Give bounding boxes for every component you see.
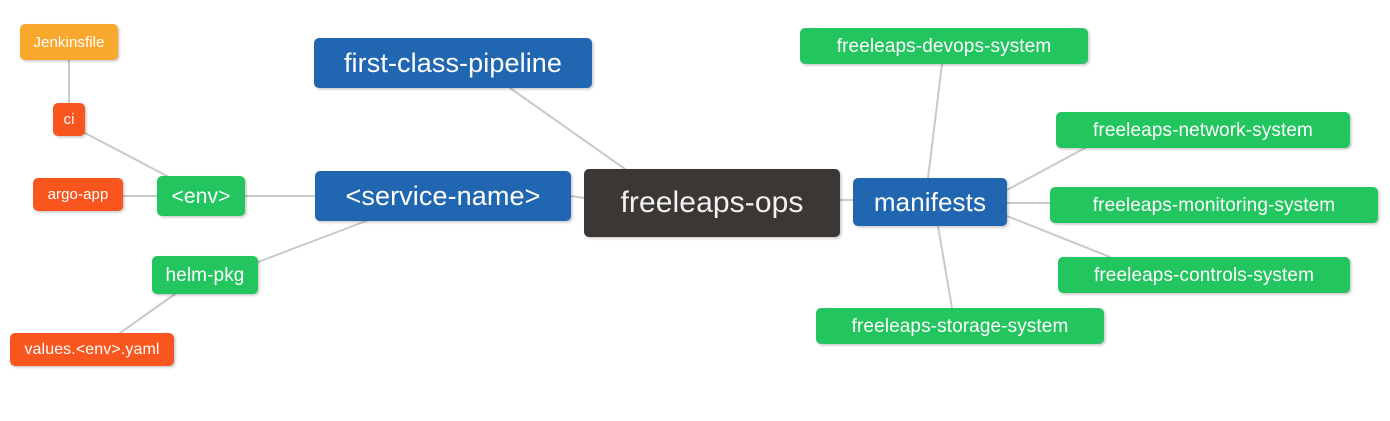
node-freeleaps-monitoring-system[interactable]: freeleaps-monitoring-system <box>1050 187 1378 223</box>
edge-values-helm-pkg <box>119 293 176 334</box>
node-label-freeleaps-network-system: freeleaps-network-system <box>1093 119 1313 141</box>
node-freeleaps-storage-system[interactable]: freeleaps-storage-system <box>816 308 1104 344</box>
node-manifests[interactable]: manifests <box>853 178 1007 226</box>
edge-manifests-storage <box>937 225 953 309</box>
node-label-helm-pkg: helm-pkg <box>165 264 245 286</box>
edge-helm-pkg-service-name <box>257 220 367 263</box>
node-service-name[interactable]: <service-name> <box>315 171 571 221</box>
node-jenkinsfile[interactable]: Jenkinsfile <box>20 24 118 60</box>
node-label-freeleaps-storage-system: freeleaps-storage-system <box>851 315 1069 337</box>
edge-manifests-devops <box>927 63 943 179</box>
edge-service-name-ops <box>570 195 585 199</box>
node-first-class-pipeline[interactable]: first-class-pipeline <box>314 38 592 88</box>
node-label-first-class-pipeline: first-class-pipeline <box>343 47 563 78</box>
node-label-values-yaml: values.<env>.yaml <box>24 340 160 358</box>
node-freeleaps-network-system[interactable]: freeleaps-network-system <box>1056 112 1350 148</box>
node-label-env: <env> <box>171 184 231 208</box>
node-label-service-name: <service-name> <box>345 180 541 211</box>
node-env[interactable]: <env> <box>157 176 245 216</box>
node-label-ci: ci <box>63 111 75 128</box>
node-helm-pkg[interactable]: helm-pkg <box>152 256 258 294</box>
node-label-freeleaps-controls-system: freeleaps-controls-system <box>1093 264 1315 286</box>
node-freeleaps-devops-system[interactable]: freeleaps-devops-system <box>800 28 1088 64</box>
edge-ci-env <box>84 132 168 177</box>
node-label-jenkinsfile: Jenkinsfile <box>33 33 105 51</box>
node-label-manifests: manifests <box>873 187 987 217</box>
node-freeleaps-controls-system[interactable]: freeleaps-controls-system <box>1058 257 1350 293</box>
node-argo-app[interactable]: argo-app <box>33 178 123 211</box>
node-values-yaml[interactable]: values.<env>.yaml <box>10 333 174 366</box>
node-label-argo-app: argo-app <box>47 186 109 203</box>
node-label-freeleaps-ops: freeleaps-ops <box>620 186 804 219</box>
edge-pipeline-ops <box>509 87 626 170</box>
edge-manifests-network <box>1006 147 1086 191</box>
node-label-freeleaps-monitoring-system: freeleaps-monitoring-system <box>1092 194 1336 216</box>
node-ci[interactable]: ci <box>53 103 85 136</box>
node-label-freeleaps-devops-system: freeleaps-devops-system <box>836 35 1052 57</box>
node-freeleaps-ops[interactable]: freeleaps-ops <box>584 169 840 237</box>
